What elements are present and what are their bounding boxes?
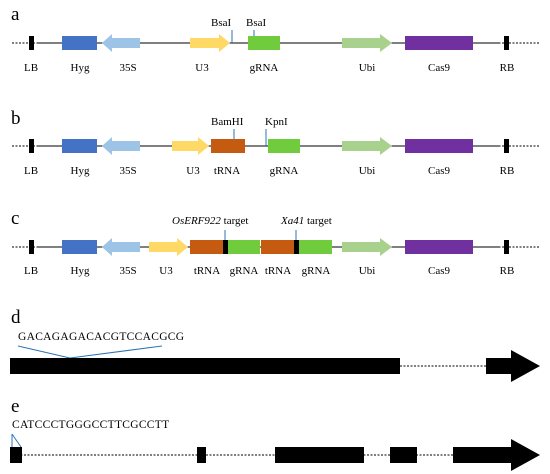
label-35s-b: 35S <box>119 165 136 177</box>
p35s-arrow-b <box>102 137 140 155</box>
target-gene-xa41: Xa41 <box>280 215 304 227</box>
label-ubi-a: Ubi <box>359 62 376 74</box>
label-u3-a: U3 <box>195 62 209 74</box>
target-label-xa41: Xa41 target <box>280 215 332 227</box>
u3-arrow-a <box>190 34 230 52</box>
trna-box-c1 <box>190 240 224 254</box>
label-hyg-b: Hyg <box>71 165 90 177</box>
label-rb-c: RB <box>500 265 515 277</box>
cas9-box-b <box>405 139 473 153</box>
p35s-arrow-a <box>102 34 140 52</box>
label-grna-c1: gRNA <box>230 265 259 277</box>
cas9-box-a <box>405 36 473 50</box>
rb-border-c <box>504 240 509 254</box>
target-label-osERF922: OsERF922 target <box>172 215 248 227</box>
target-suffix-1: target <box>221 215 249 227</box>
lb-border-a <box>29 36 34 50</box>
panel-e: e CATCCCTGGGCCTTCGCCTT <box>10 396 540 471</box>
ubi-arrow-c <box>342 238 392 256</box>
label-grna-c2: gRNA <box>302 265 331 277</box>
grna-box-b <box>268 139 300 153</box>
bsai-label-2: BsaI <box>246 17 267 29</box>
label-hyg-a: Hyg <box>71 62 90 74</box>
bamhi-label: BamHI <box>211 116 244 128</box>
gene-exon-e4 <box>390 447 417 463</box>
panel-d: d GACAGAGACACGTCCACGCG <box>10 307 540 382</box>
gene-exon-d <box>10 358 400 374</box>
label-lb-b: LB <box>24 165 38 177</box>
target-block-c2 <box>294 240 299 254</box>
target-suffix-2: target <box>304 215 332 227</box>
kpni-label: KpnI <box>265 116 288 128</box>
label-cas9-c: Cas9 <box>428 265 451 277</box>
seq-bracket-d-right <box>69 345 163 359</box>
label-ubi-c: Ubi <box>359 265 376 277</box>
hyg-box-b <box>62 139 97 153</box>
gene-arrow-e <box>453 439 540 471</box>
label-hyg-c: Hyg <box>71 265 90 277</box>
label-rb-a: RB <box>500 62 515 74</box>
target-sequence-e: CATCCCTGGGCCTTCGCCTT <box>12 419 169 431</box>
panel-a: a BsaI BsaI LB Hyg 35S U3 gRNA Ubi Cas9 … <box>11 4 540 74</box>
grna-box-c1 <box>228 240 260 254</box>
lb-border-b <box>29 139 34 153</box>
trna-box-c2 <box>261 240 294 254</box>
u3-arrow-b <box>172 137 209 155</box>
label-u3-b: U3 <box>186 165 200 177</box>
lb-border-c <box>29 240 34 254</box>
gene-exon-e2 <box>197 447 206 463</box>
label-lb-a: LB <box>24 62 38 74</box>
label-u3-c: U3 <box>159 265 173 277</box>
label-trna-c2: tRNA <box>265 265 291 277</box>
grna-box-a <box>248 36 280 50</box>
trna-box-b <box>211 139 245 153</box>
gene-exon-e1 <box>10 447 22 463</box>
grna-box-c2 <box>299 240 332 254</box>
panel-c: c OsERF922 target Xa41 target LB Hyg 35S… <box>11 208 540 277</box>
seq-bracket-e-right <box>11 433 22 448</box>
p35s-arrow-c <box>102 238 140 256</box>
ubi-arrow-a <box>342 34 392 52</box>
u3-arrow-c <box>149 238 188 256</box>
gene-exon-e3 <box>275 447 364 463</box>
rb-border-a <box>504 36 509 50</box>
target-gene-osERF922: OsERF922 <box>172 215 221 227</box>
label-trna-c1: tRNA <box>194 265 220 277</box>
label-cas9-a: Cas9 <box>428 62 451 74</box>
target-block-c1 <box>223 240 228 254</box>
panel-letter-e: e <box>11 396 19 417</box>
cas9-box-c <box>405 240 473 254</box>
label-trna-b: tRNA <box>214 165 240 177</box>
label-cas9-b: Cas9 <box>428 165 451 177</box>
panel-letter-d: d <box>11 307 21 328</box>
label-grna-a: gRNA <box>250 62 279 74</box>
target-sequence-d: GACAGAGACACGTCCACGCG <box>18 331 184 343</box>
panel-letter-b: b <box>11 108 21 129</box>
seq-bracket-d-left <box>17 345 71 359</box>
label-35s-a: 35S <box>119 62 136 74</box>
gene-arrow-d <box>486 350 540 382</box>
rb-border-b <box>504 139 509 153</box>
hyg-box-c <box>62 240 97 254</box>
bsai-label-1: BsaI <box>211 17 232 29</box>
hyg-box-a <box>62 36 97 50</box>
label-rb-b: RB <box>500 165 515 177</box>
label-35s-c: 35S <box>119 265 136 277</box>
panel-letter-c: c <box>11 208 19 229</box>
label-lb-c: LB <box>24 265 38 277</box>
panel-letter-a: a <box>11 4 20 25</box>
label-grna-b: gRNA <box>270 165 299 177</box>
panel-b: b BamHI KpnI LB Hyg 35S U3 tRNA gRNA Ubi… <box>11 108 540 177</box>
label-ubi-b: Ubi <box>359 165 376 177</box>
ubi-arrow-b <box>342 137 392 155</box>
